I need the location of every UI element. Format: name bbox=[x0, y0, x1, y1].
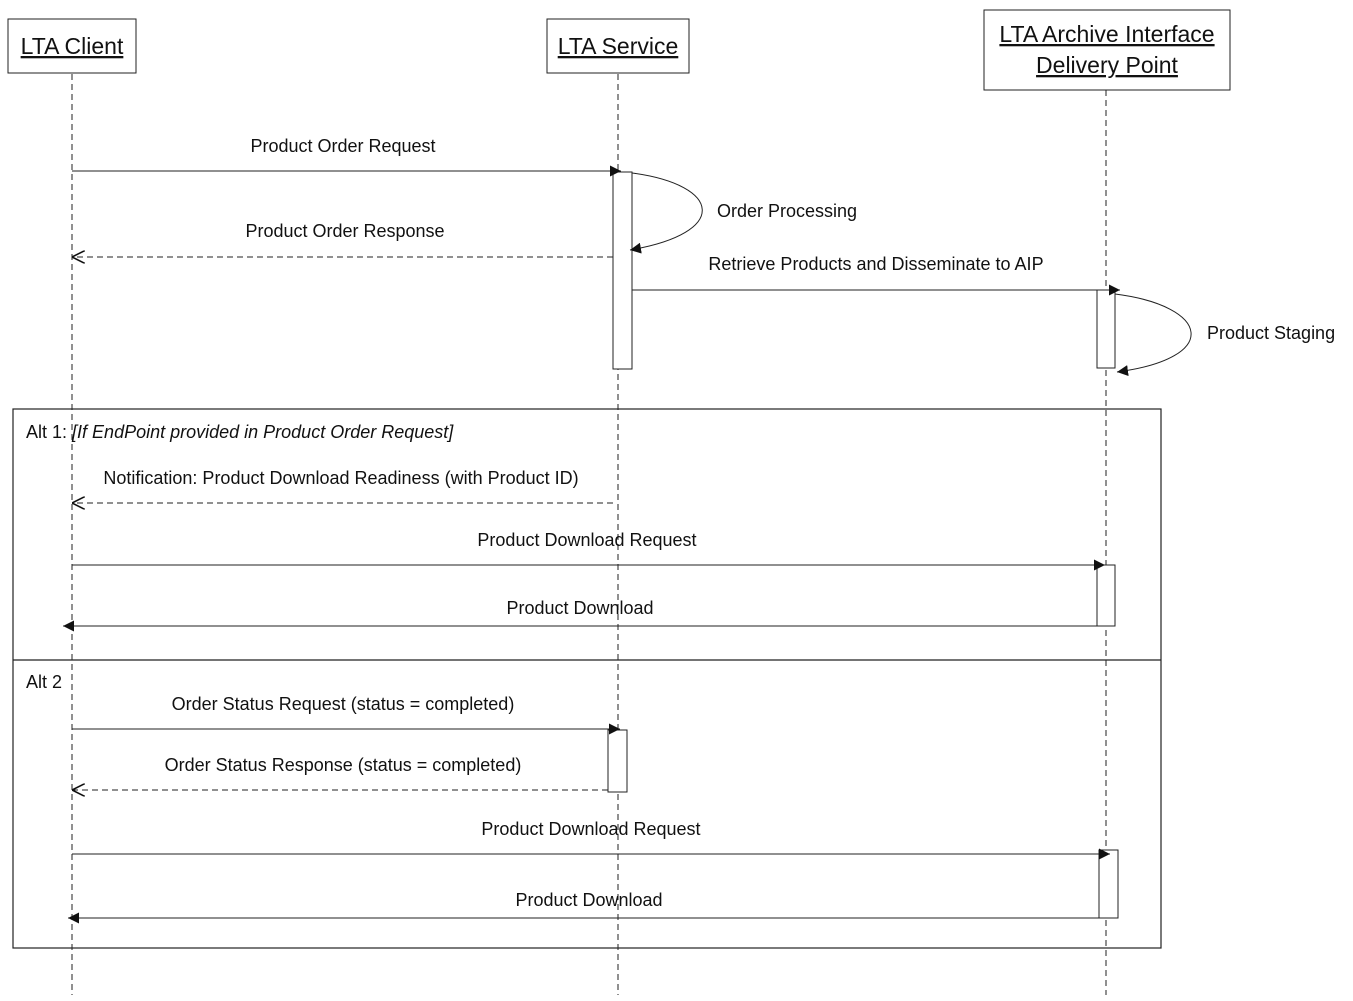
alt-1-label: Alt 1: [If EndPoint provided in Product … bbox=[26, 422, 454, 442]
message-label-product-staging: Product Staging bbox=[1207, 323, 1335, 343]
actor-aip-label-line-2: Delivery Point bbox=[1036, 52, 1178, 78]
activation-aip-1 bbox=[1096, 289, 1116, 369]
actor-service-label: LTA Service bbox=[558, 33, 679, 59]
activation-aip-3 bbox=[1098, 849, 1119, 919]
activation-service-1 bbox=[612, 171, 633, 370]
message-label-order-status-request: Order Status Request (status = completed… bbox=[172, 694, 515, 714]
actor-client: LTA Client bbox=[7, 18, 137, 74]
actor-aip-label-line-1: LTA Archive Interface bbox=[999, 21, 1214, 47]
message-arrow-order-processing bbox=[629, 172, 703, 254]
activation-service-2 bbox=[607, 729, 628, 793]
message-label-order-processing: Order Processing bbox=[717, 201, 857, 221]
message-label-notification-readiness: Notification: Product Download Readiness… bbox=[103, 468, 578, 488]
actor-aip: LTA Archive Interface Delivery Point bbox=[983, 9, 1231, 91]
alt-2-label: Alt 2 bbox=[26, 672, 62, 692]
message-arrow-product-staging bbox=[1114, 293, 1192, 376]
activation-aip-2 bbox=[1096, 564, 1116, 627]
message-label-product-download-alt2: Product Download bbox=[515, 890, 662, 910]
actor-service: LTA Service bbox=[546, 18, 690, 74]
message-label-product-download-request-alt2: Product Download Request bbox=[481, 819, 700, 839]
message-label-product-download-request-alt1: Product Download Request bbox=[477, 530, 696, 550]
message-label-product-download-alt1: Product Download bbox=[506, 598, 653, 618]
message-label-product-order-request: Product Order Request bbox=[250, 136, 435, 156]
message-label-retrieve-products: Retrieve Products and Disseminate to AIP bbox=[708, 254, 1043, 274]
message-label-order-status-response: Order Status Response (status = complete… bbox=[165, 755, 522, 775]
actor-client-label: LTA Client bbox=[21, 33, 124, 59]
message-label-product-order-response: Product Order Response bbox=[245, 221, 444, 241]
alt-frame: Alt 1: [If EndPoint provided in Product … bbox=[12, 408, 1162, 949]
